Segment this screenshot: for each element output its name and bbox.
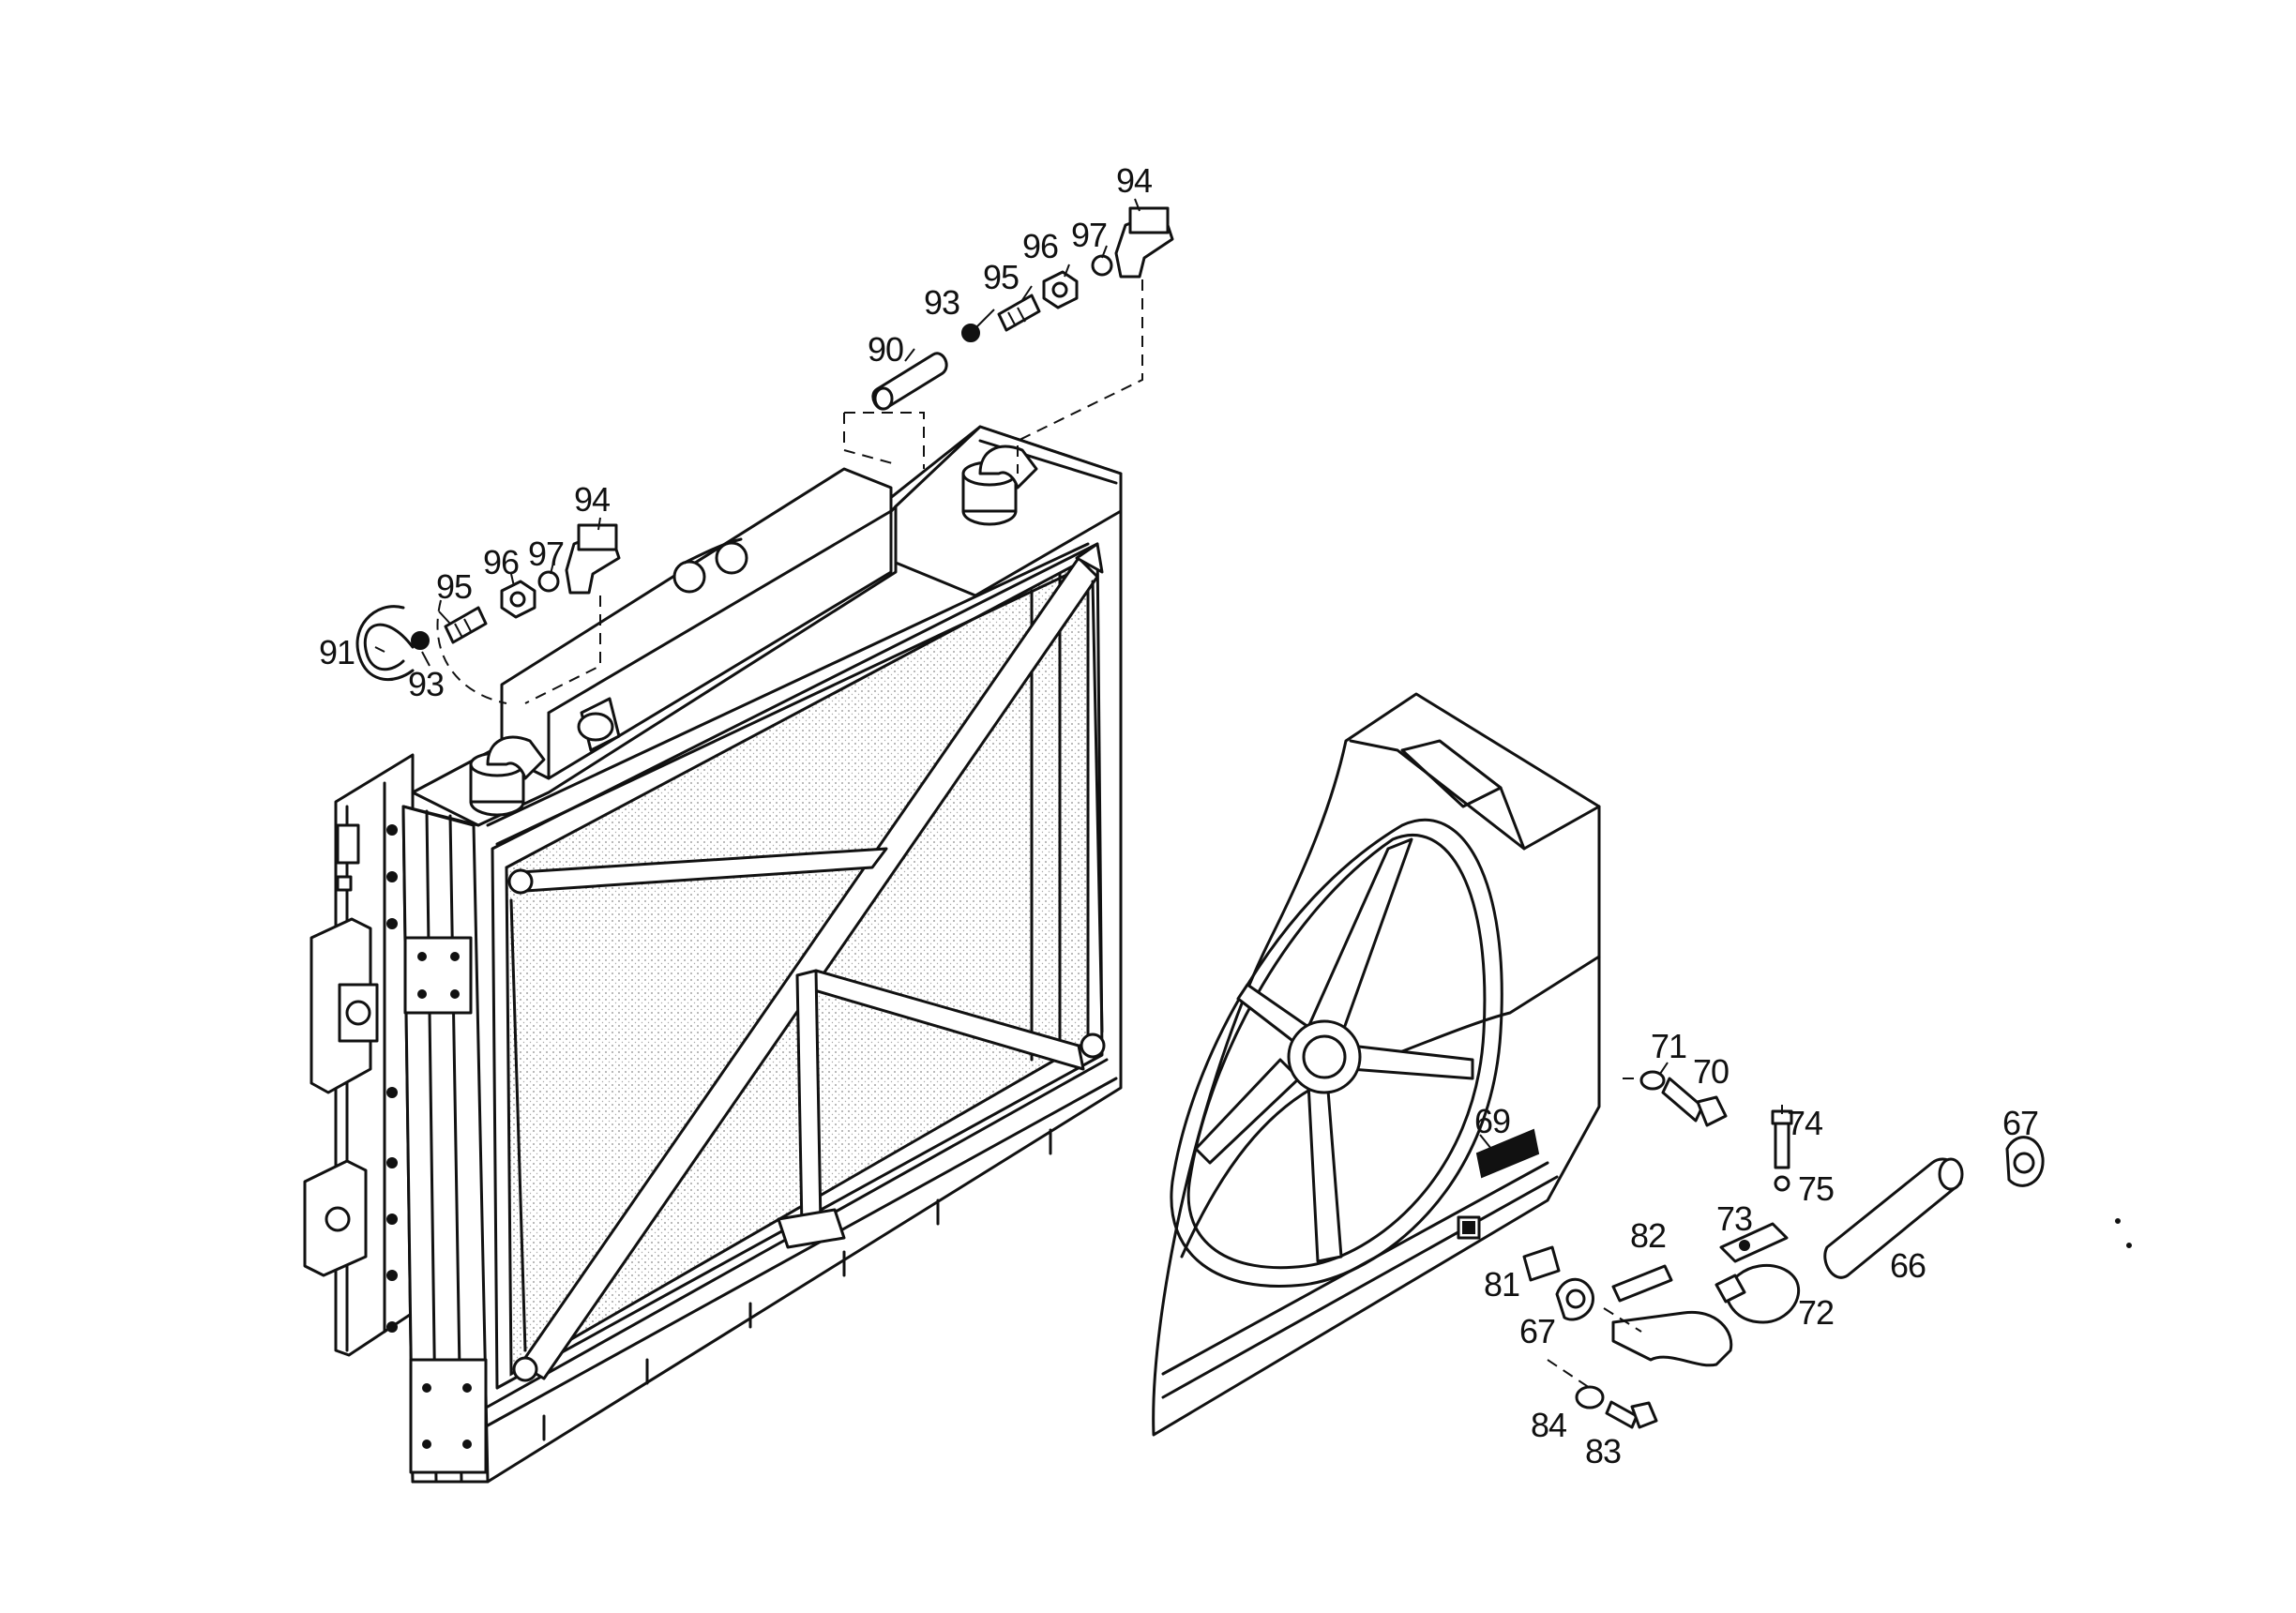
leader-lines (374, 198, 1783, 1150)
lower-elbow-hose (1611, 1310, 1733, 1367)
fan-hub (1287, 1019, 1362, 1094)
callout-95-top: 95 (983, 258, 1019, 296)
bolt-83 (1605, 1400, 1639, 1429)
callout-71: 71 (1651, 1027, 1686, 1065)
callout-93-left: 93 (408, 665, 444, 703)
callout-67-right: 67 (2002, 1104, 2038, 1142)
clamp-67-right (2005, 1136, 2045, 1187)
clamp-93-left (411, 631, 430, 650)
callout-83: 83 (1585, 1432, 1621, 1470)
callout-81: 81 (1484, 1265, 1519, 1304)
callout-70: 70 (1693, 1052, 1729, 1091)
callout-82: 82 (1630, 1216, 1666, 1255)
ring-97-left (537, 570, 560, 593)
plate-81 (1522, 1245, 1561, 1282)
hub-spoke-down-left (1194, 1058, 1301, 1165)
side-bracket-lower (303, 1159, 368, 1277)
callout-67-left: 67 (1519, 1312, 1555, 1350)
callout-97-top: 97 (1071, 216, 1107, 254)
callout-74: 74 (1787, 1104, 1822, 1142)
vertical-strut (795, 969, 823, 1230)
callout-66: 66 (1890, 1246, 1926, 1285)
small-parts (355, 206, 2045, 1429)
washer-75 (1774, 1175, 1790, 1192)
nut-96-top (1042, 270, 1079, 309)
fan-shroud (1152, 692, 1601, 1437)
washer-84 (1575, 1385, 1605, 1409)
clamp-67-left (1555, 1277, 1594, 1321)
nipple-95-top (997, 294, 1041, 332)
callout-93-top: 93 (924, 283, 959, 322)
callout-84: 84 (1531, 1406, 1566, 1444)
bolt-70 (1661, 1077, 1704, 1123)
ring-97-top (1091, 254, 1113, 277)
nut-96-left (500, 580, 536, 619)
callout-90: 90 (868, 330, 903, 369)
hose-66 (1823, 1157, 1963, 1279)
callout-96-top: 96 (1022, 227, 1058, 265)
hose-91 (355, 605, 415, 682)
callout-72: 72 (1798, 1293, 1834, 1332)
clamp-93-top (961, 324, 980, 342)
bracket-73 (1719, 1222, 1789, 1263)
callout-94-left: 94 (574, 480, 610, 519)
callout-96-left: 96 (483, 543, 519, 581)
shroud-ring (1170, 818, 1503, 1288)
label-plate (1475, 1128, 1540, 1179)
callout-95-left: 95 (436, 567, 472, 606)
callout-73: 73 (1716, 1199, 1752, 1238)
nipple-95-left (444, 606, 488, 644)
washer-71 (1639, 1070, 1666, 1091)
callout-91: 91 (319, 633, 355, 671)
radiator-assembly (303, 425, 1123, 1484)
callout-75: 75 (1798, 1169, 1834, 1208)
plate-82 (1611, 1264, 1673, 1303)
callout-labels: 94 97 96 95 93 90 94 96 97 95 91 93 71 7… (319, 161, 2039, 1470)
callout-94-top: 94 (1116, 161, 1152, 200)
callout-97-left: 97 (528, 535, 564, 573)
clamp-72 (1724, 1264, 1800, 1324)
callout-69: 69 (1474, 1102, 1510, 1140)
